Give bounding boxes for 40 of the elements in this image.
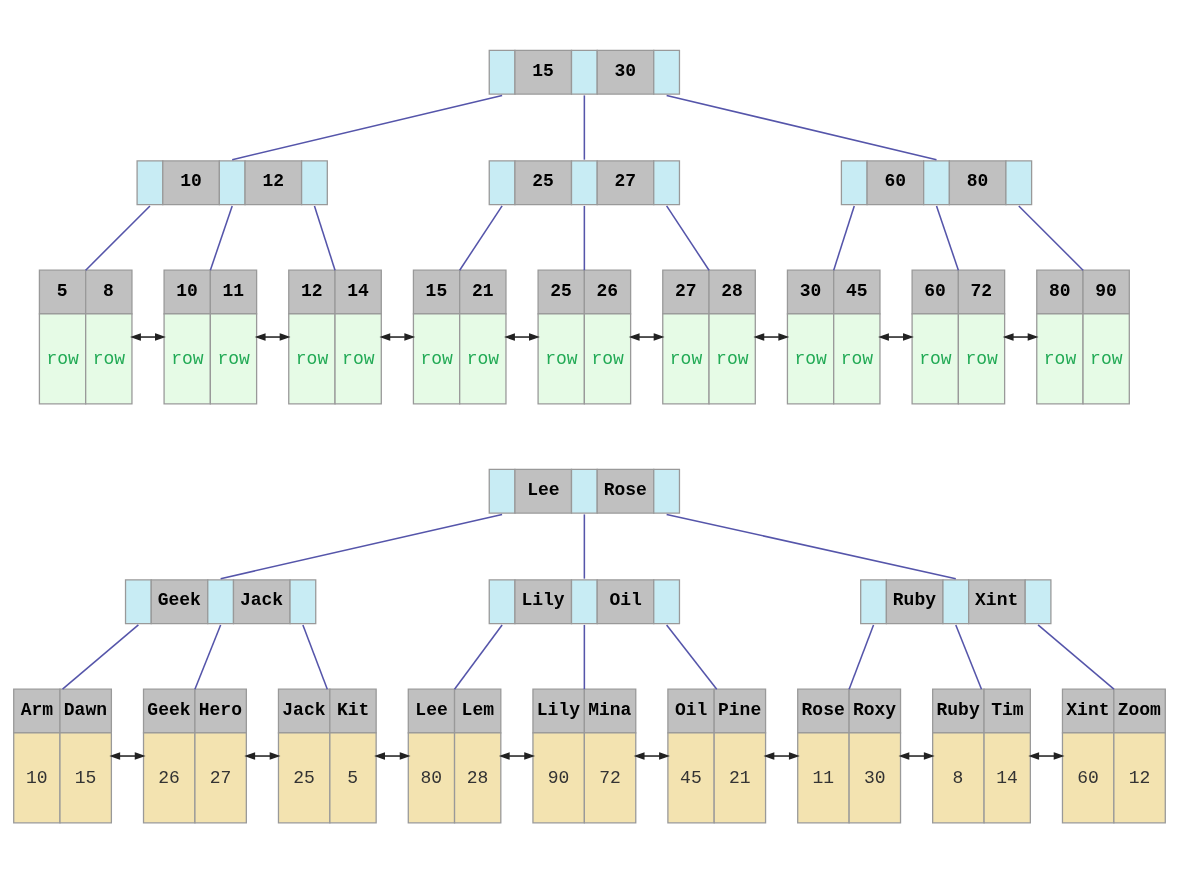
arrow	[504, 333, 540, 341]
connector	[955, 624, 983, 690]
connector	[665, 624, 718, 690]
connector	[313, 205, 336, 271]
arrow	[498, 752, 536, 760]
connector	[1018, 205, 1084, 271]
connector	[231, 94, 503, 161]
arrow	[753, 333, 790, 341]
connector	[935, 205, 960, 271]
arrow	[379, 333, 416, 341]
arrow	[254, 333, 291, 341]
connector	[665, 513, 957, 580]
connector	[61, 624, 140, 690]
connector	[458, 205, 503, 271]
arrow	[898, 752, 935, 760]
connector	[832, 205, 856, 271]
arrow	[1002, 333, 1039, 341]
connector	[583, 94, 586, 161]
connector	[848, 624, 875, 690]
arrow	[374, 752, 411, 760]
connector	[665, 94, 938, 161]
arrow	[1028, 752, 1065, 760]
connector	[583, 624, 586, 690]
arrow	[109, 752, 146, 760]
connector	[209, 205, 233, 271]
arrow	[878, 333, 914, 341]
arrow	[244, 752, 281, 760]
arrow	[633, 752, 670, 760]
connector	[302, 624, 329, 690]
arrow	[130, 333, 166, 341]
arrow	[763, 752, 800, 760]
connector	[665, 205, 710, 271]
connector	[194, 624, 222, 690]
connector	[84, 205, 151, 271]
arrow	[628, 333, 665, 341]
connector	[219, 513, 503, 580]
connector	[453, 624, 503, 690]
connector	[1037, 624, 1115, 690]
connector	[583, 513, 586, 580]
connector	[583, 205, 586, 271]
